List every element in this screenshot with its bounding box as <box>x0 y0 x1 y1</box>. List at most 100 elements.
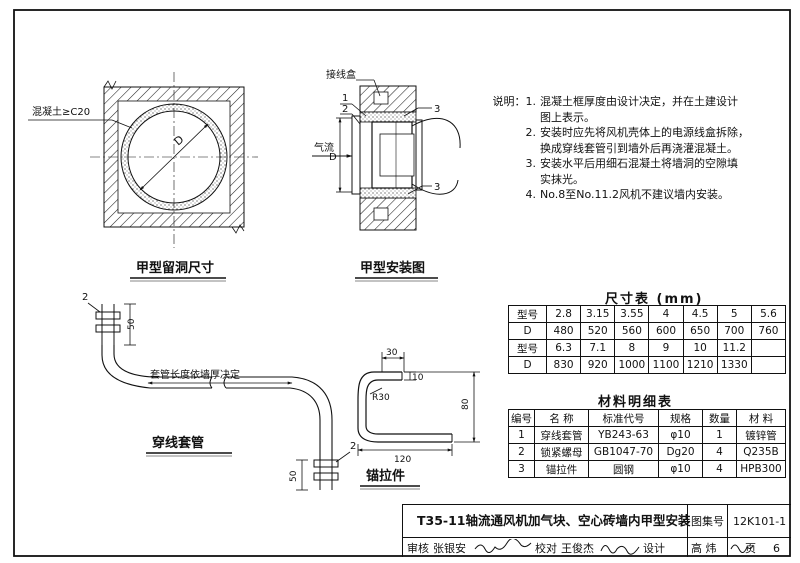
note-2: 2. 安装时应先将风机壳体上的电源线盒拆除， 换成穿线套管引到墙外后再浇灌混凝土… <box>492 125 792 156</box>
material-cell: YB243-63 <box>588 426 659 444</box>
conduit-length-label: 套管长度依墙厚决定 <box>150 368 240 381</box>
size-cell: 5 <box>716 305 752 323</box>
material-cell: 锚拉件 <box>534 460 589 478</box>
size-cell: 型号 <box>508 339 547 357</box>
install-diameter-label: D <box>329 152 337 163</box>
note-4-num: 4. <box>525 188 537 201</box>
size-cell: 1210 <box>682 356 718 374</box>
material-cell: 圆钢 <box>588 460 659 478</box>
material-cell: φ10 <box>658 426 703 444</box>
material-cell: 镀锌管 <box>736 426 786 444</box>
size-cell: 4.5 <box>682 305 718 323</box>
size-cell: 480 <box>545 322 582 340</box>
callout-3-bottom: 3 <box>434 182 440 193</box>
size-cell: 5.6 <box>750 305 787 323</box>
concrete-label: 混凝土≥C20 <box>32 105 90 118</box>
atlas-number: 12K101-1 <box>733 515 787 528</box>
checker-signature <box>599 539 643 559</box>
install-drawing-title: 甲型安装图 <box>360 260 425 276</box>
callout-1: 1 <box>342 93 348 104</box>
callout-2: 2 <box>342 104 348 115</box>
material-header-cell: 数量 <box>702 409 737 427</box>
size-cell: 2.8 <box>545 305 582 323</box>
callout-2-bottom: 2 <box>350 441 356 452</box>
material-cell: 锁紧螺母 <box>534 443 589 461</box>
drawing-title: T35-11轴流通风机加气块、空心砖墙内甲型安装 <box>417 513 691 528</box>
material-cell: 穿线套管 <box>534 426 589 444</box>
size-cell: 10 <box>682 339 718 357</box>
opening-drawing-title: 甲型留洞尺寸 <box>136 260 214 276</box>
size-cell <box>750 339 787 357</box>
material-cell: Dg20 <box>658 443 703 461</box>
material-header-cell: 标准代号 <box>588 409 659 427</box>
design-label: 设计 <box>643 542 665 555</box>
note-3-text: 安装水平后用细石混凝土将墙洞的空隙填 实抹光。 <box>540 157 738 186</box>
note-4-text: No.8至No.11.2风机不建议墙内安装。 <box>540 188 730 201</box>
size-table-title: 尺寸表 (mm) <box>605 292 704 307</box>
size-cell: 1330 <box>716 356 752 374</box>
material-cell: φ10 <box>658 460 703 478</box>
opening-drawing: 混凝土≥C20 D 甲型留洞尺寸 <box>28 72 258 282</box>
material-cell: 4 <box>702 460 737 478</box>
size-cell: 8 <box>614 339 650 357</box>
size-cell: 650 <box>682 322 718 340</box>
size-cell: D <box>508 322 547 340</box>
size-cell: 700 <box>716 322 752 340</box>
title-block-divider <box>403 537 791 538</box>
size-cell: 3.55 <box>614 305 650 323</box>
size-cell: 4 <box>648 305 684 323</box>
size-cell: 1000 <box>614 356 650 374</box>
material-cell: HPB300 <box>736 460 786 478</box>
material-cell: GB1047-70 <box>588 443 659 461</box>
reviewer-name: 张银安 <box>433 542 466 555</box>
check-label: 校对 <box>535 542 557 555</box>
notes-prefix: 说明：1. <box>492 95 537 108</box>
material-cell: 1 <box>508 426 535 444</box>
dim-80: 80 <box>461 398 471 410</box>
note-3: 3. 安装水平后用细石混凝土将墙洞的空隙填 实抹光。 <box>492 156 792 187</box>
material-header-cell: 名 称 <box>534 409 589 427</box>
size-cell: D <box>508 356 547 374</box>
size-cell: 600 <box>648 322 684 340</box>
dim-10: 10 <box>412 373 424 383</box>
callout-2-top: 2 <box>82 292 88 303</box>
size-cell: 760 <box>750 322 787 340</box>
size-cell: 9 <box>648 339 684 357</box>
size-cell: 920 <box>580 356 616 374</box>
atlas-label: 图集号 <box>691 515 724 528</box>
dim-50-top: 50 <box>127 318 137 330</box>
material-cell: 1 <box>702 426 737 444</box>
note-2-text: 安装时应先将风机壳体上的电源线盒拆除， 换成穿线套管引到墙外后再浇灌混凝土。 <box>540 126 749 155</box>
size-cell: 型号 <box>508 305 547 323</box>
size-cell: 1100 <box>648 356 684 374</box>
material-header-cell: 编号 <box>508 409 535 427</box>
note-4: 4. No.8至No.11.2风机不建议墙内安装。 <box>492 187 792 203</box>
size-cell: 7.1 <box>580 339 616 357</box>
size-cell: 11.2 <box>716 339 752 357</box>
reviewer-signature <box>473 538 533 559</box>
anchor-drawing-title: 锚拉件 <box>366 468 405 484</box>
review-label: 审核 <box>407 542 429 555</box>
size-cell: 560 <box>614 322 650 340</box>
size-cell <box>750 356 787 374</box>
checker-name: 王俊杰 <box>561 542 594 555</box>
note-1: 说明：1. 混凝土框厚度由设计决定，并在土建设计 图上表示。 <box>492 94 792 125</box>
dim-120: 120 <box>394 455 411 465</box>
note-2-num: 2. <box>525 126 537 139</box>
note-1-text: 混凝土框厚度由设计决定，并在土建设计 图上表示。 <box>540 95 738 124</box>
material-cell: 4 <box>702 443 737 461</box>
anchor-drawing: 30 10 R30 80 120 锚拉件 <box>357 348 480 490</box>
designer-name: 高 炜 <box>691 542 717 555</box>
dim-30: 30 <box>386 348 398 358</box>
size-cell: 6.3 <box>545 339 582 357</box>
material-cell: Q235B <box>736 443 786 461</box>
size-cell: 3.15 <box>580 305 616 323</box>
install-drawing: 接线盒 气流 D 1 2 3 3 甲型安装图 <box>312 68 461 282</box>
designer-signature <box>729 539 755 559</box>
